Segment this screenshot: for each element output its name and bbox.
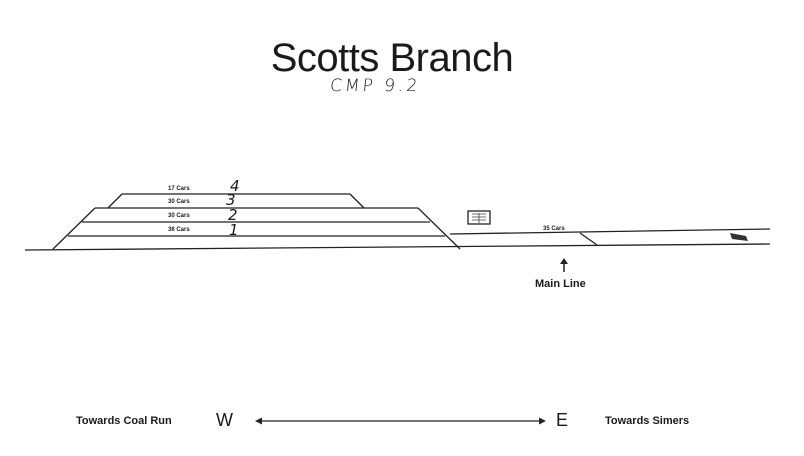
page-title: Scotts Branch — [270, 36, 514, 80]
locomotive-icon — [730, 233, 748, 241]
siding-track — [449, 228, 771, 235]
yard-lead-4-east — [349, 193, 365, 209]
west-label: W — [216, 410, 233, 430]
main-line-track — [24, 243, 771, 251]
track-2-capacity: 30 Cars — [168, 213, 190, 219]
track-3-capacity: 30 Cars — [168, 199, 190, 205]
track-2-number: 2 — [228, 206, 238, 224]
siding-capacity: 35 Cars — [543, 226, 565, 232]
double-arrow-icon — [255, 417, 546, 425]
yard-ladder-east — [417, 207, 461, 250]
crossover — [579, 232, 598, 246]
track-1-capacity: 36 Cars — [168, 227, 190, 233]
building-icon — [467, 210, 491, 225]
main-line-label: Main Line — [535, 278, 586, 290]
yard-lead-4-west — [107, 193, 123, 209]
track-4-capacity: 17 Cars — [168, 186, 190, 192]
yard-ladder-west — [52, 207, 96, 250]
east-destination: Towards Simers — [605, 415, 690, 427]
track-4-number: 4 — [230, 177, 240, 195]
track-3-number: 3 — [226, 191, 236, 209]
track-1-number: 1 — [229, 221, 239, 239]
up-arrow-icon — [560, 258, 568, 272]
east-label: E — [556, 410, 569, 430]
west-destination: Towards Coal Run — [76, 415, 172, 427]
